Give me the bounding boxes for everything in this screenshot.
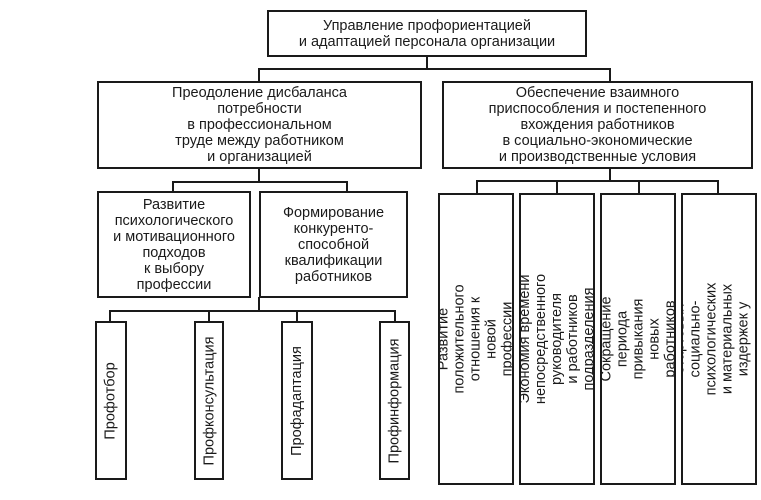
branch-label-right: Обеспечение взаимного приспособления и п… — [488, 85, 707, 165]
connector-left-sub-2 — [346, 181, 348, 192]
left-leaf-box-2: Профконсультация — [194, 321, 224, 480]
connector-right-down — [609, 168, 611, 181]
connector-leaves-bar — [109, 310, 396, 312]
connector-leaf-4 — [394, 310, 396, 322]
branch-label-left: Преодоление дисбаланса потребности в про… — [172, 85, 347, 165]
branch-box-left: Преодоление дисбаланса потребности в про… — [97, 81, 422, 169]
connector-leaf-1 — [109, 310, 111, 322]
connector-left-sub-1 — [172, 181, 174, 192]
right-leaf-label-3: Сокращение периода привыкания новых рабо… — [600, 296, 676, 382]
left-leaf-box-1: Профотбор — [95, 321, 127, 480]
right-leaf-box-4: Уменьшение стартовых социально- психолог… — [681, 193, 757, 485]
connector-top-bar — [258, 68, 611, 70]
connector-right-leaf-1 — [476, 180, 478, 194]
right-leaf-label-4: Уменьшение стартовых социально- психолог… — [681, 282, 757, 396]
left-leaf-box-4: Профинформация — [379, 321, 410, 480]
connector-right-bar — [476, 180, 719, 182]
root-box: Управление профориентацией и адаптацией … — [267, 10, 587, 57]
branch-box-right: Обеспечение взаимного приспособления и п… — [442, 81, 753, 169]
connector-leaf-2 — [208, 310, 210, 322]
left-leaf-label-3: Профадаптация — [289, 345, 306, 456]
connector-left-bar — [172, 181, 348, 183]
left-sub-box-1: Развитие психологического и мотивационно… — [97, 191, 251, 298]
connector-right-leaf-2 — [556, 180, 558, 194]
connector-left-down — [258, 168, 260, 182]
left-leaf-label-4: Профинформация — [386, 338, 403, 463]
left-sub-label-2: Формирование конкуренто- способной квали… — [282, 204, 385, 285]
connector-right-leaf-4 — [717, 180, 719, 194]
left-leaf-label-1: Профотбор — [103, 361, 119, 440]
left-leaf-box-3: Профадаптация — [281, 321, 313, 480]
connector-branch-right — [609, 68, 611, 82]
right-leaf-box-1: Развитие положительного отношения к ново… — [438, 193, 514, 485]
connector-leaf-3 — [296, 310, 298, 322]
connector-right-leaf-3 — [638, 180, 640, 194]
right-leaf-box-2: Экономия времени непосредственного руков… — [519, 193, 595, 485]
root-label: Управление профориентацией и адаптацией … — [298, 17, 556, 50]
left-sub-label-1: Развитие психологического и мотивационно… — [113, 196, 235, 293]
connector-root-down — [426, 56, 428, 69]
left-sub-box-2: Формирование конкуренто- способной квали… — [259, 191, 408, 298]
left-leaf-label-2: Профконсультация — [201, 336, 218, 465]
right-leaf-label-2: Экономия времени непосредственного руков… — [519, 273, 595, 405]
right-leaf-box-3: Сокращение периода привыкания новых рабо… — [600, 193, 676, 485]
right-leaf-label-1: Развитие положительного отношения к ново… — [438, 284, 514, 394]
connector-branch-left — [258, 68, 260, 82]
connector-left-sub-down — [258, 297, 260, 311]
